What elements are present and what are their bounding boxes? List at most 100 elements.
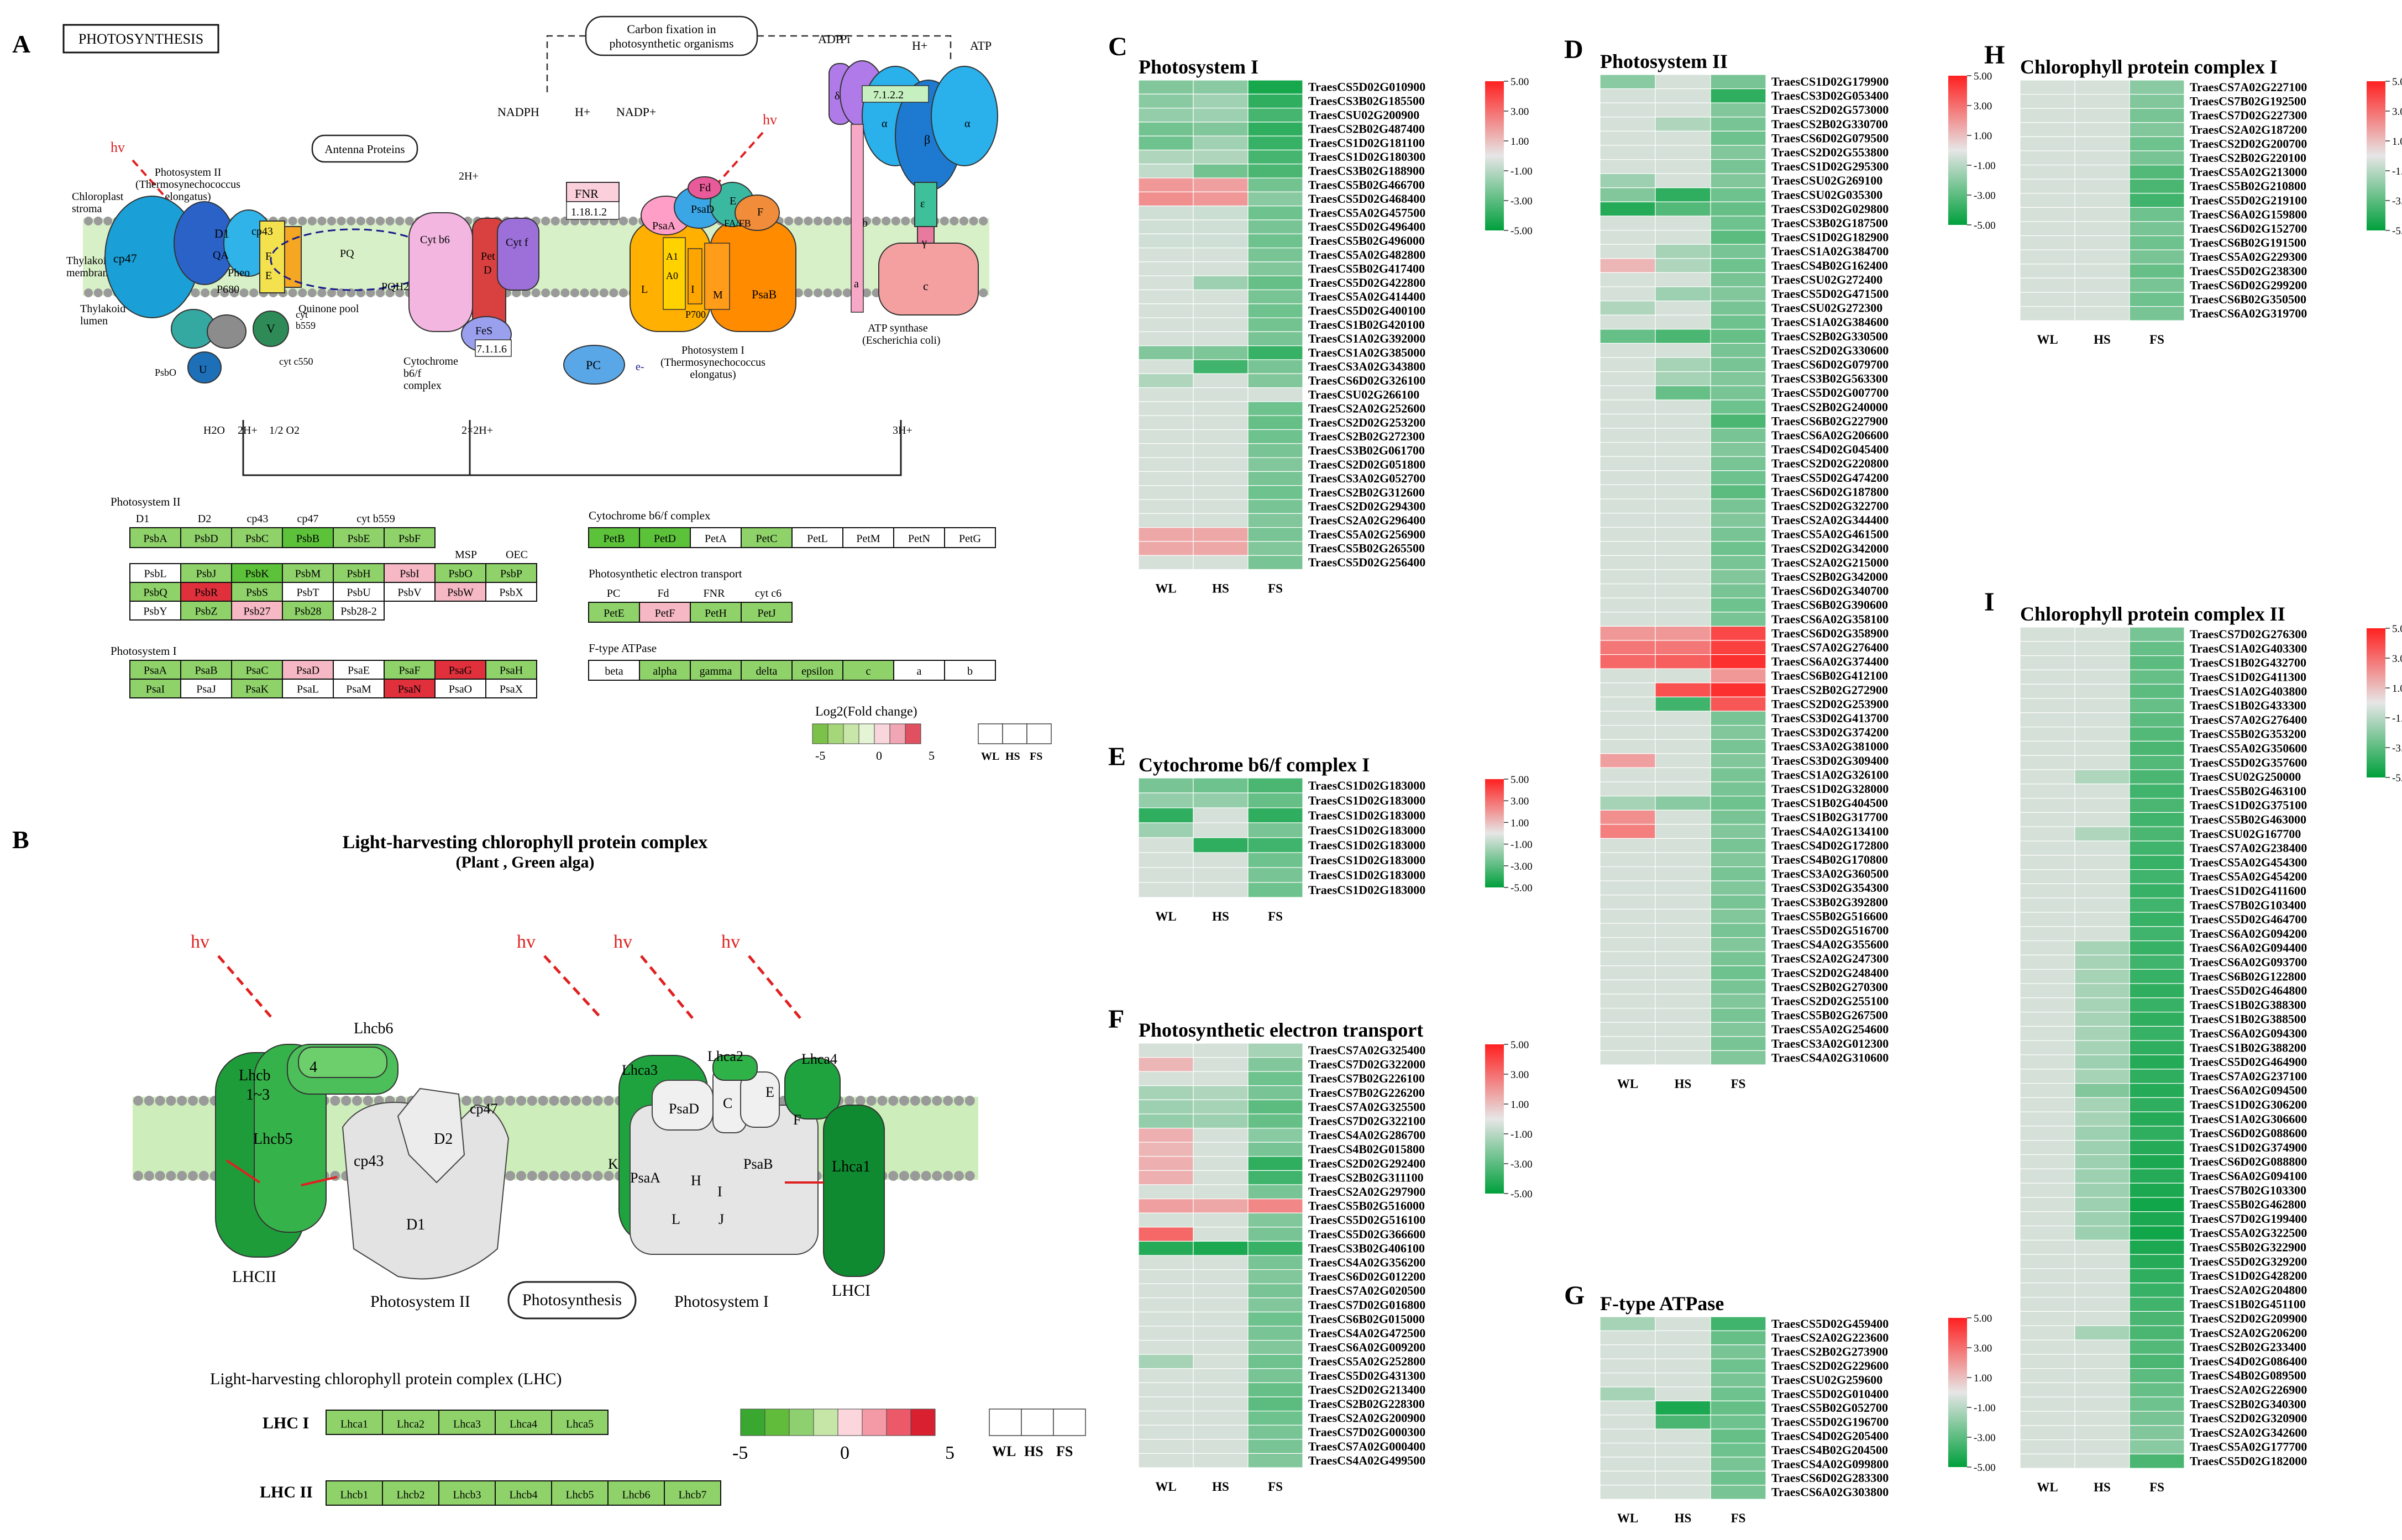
gene-label: TraesCS3D02G374200 — [1771, 726, 1889, 739]
heatmap-cell — [1247, 822, 1303, 838]
lhc2-gene-lhcb5[interactable]: Lhcb5 — [551, 1480, 609, 1506]
lhc1-gene-lhca3[interactable]: Lhca3 — [438, 1410, 496, 1435]
ps2-gene-psbc[interactable]: PsbC — [231, 527, 283, 548]
ps2-gene-psbp[interactable]: PsbP — [485, 563, 537, 583]
ps2-gene-psbx[interactable]: PsbX — [485, 582, 537, 602]
heatmap-cell — [1138, 1382, 1194, 1397]
heatmap-cell — [2074, 108, 2130, 123]
ps1-gene-psal[interactable]: PsaL — [282, 679, 334, 698]
ps2-gene-psba[interactable]: PsbA — [129, 527, 181, 548]
ps1-gene-psak[interactable]: PsaK — [231, 679, 283, 698]
lhc1-gene-lhca2[interactable]: Lhca2 — [382, 1410, 439, 1435]
ps2-gene-psbf[interactable]: PsbF — [384, 527, 436, 548]
lhc2-gene-lhcb7[interactable]: Lhcb7 — [664, 1480, 721, 1506]
heatmap-cell — [1599, 895, 1656, 910]
pet-gene-petf[interactable]: PetF — [639, 602, 691, 623]
atp-gene-c[interactable]: c — [842, 660, 894, 681]
ps1-gene-psaf[interactable]: PsaF — [384, 660, 436, 680]
ps2-gene-psbs[interactable]: PsbS — [231, 582, 283, 602]
ps2-gene-psbw[interactable]: PsbW — [434, 582, 486, 602]
cyt-gene-petd[interactable]: PetD — [639, 527, 691, 548]
cyt-gene-petl[interactable]: PetL — [791, 527, 843, 548]
atp-gene-delta[interactable]: delta — [741, 660, 793, 681]
lhc2-gene-lhcb3[interactable]: Lhcb3 — [438, 1480, 496, 1506]
pet-gene-pete[interactable]: PetE — [588, 602, 640, 623]
ps2-gene-psbz[interactable]: PsbZ — [180, 601, 232, 621]
heatmap-cell — [2020, 1211, 2075, 1227]
ps2-gene-psbv[interactable]: PsbV — [384, 582, 436, 602]
cyt-gene-peta[interactable]: PetA — [690, 527, 742, 548]
heatmap-cell — [1655, 527, 1711, 542]
svg-text:Lhcb4: Lhcb4 — [509, 1489, 537, 1501]
atp-gene-beta[interactable]: beta — [588, 660, 640, 681]
ps2-gene-psbj[interactable]: PsbJ — [180, 563, 232, 583]
gene-label: TraesCS2D02G553800 — [1771, 145, 1889, 159]
heatmap-cell — [1193, 1326, 1249, 1341]
heatmap-cell — [2020, 1154, 2075, 1170]
ps1-gene-psab[interactable]: PsaB — [180, 660, 232, 680]
ps1-gene-psad[interactable]: PsaD — [282, 660, 334, 680]
ps2-gene-psbi[interactable]: PsbI — [384, 563, 436, 583]
heatmap-cell — [1138, 1127, 1194, 1143]
lhc2-gene-lhcb2[interactable]: Lhcb2 — [382, 1480, 439, 1506]
ps2-gene-psbd[interactable]: PsbD — [180, 527, 232, 548]
heatmap-cell — [1655, 512, 1711, 528]
ps2-gene-psbe[interactable]: PsbE — [333, 527, 385, 548]
lhc2-gene-lhcb4[interactable]: Lhcb4 — [495, 1480, 552, 1506]
ps2-gene-psb28[interactable]: Psb28 — [282, 601, 334, 621]
ps1-gene-psaa[interactable]: PsaA — [129, 660, 181, 680]
atp-gene-gamma[interactable]: gamma — [690, 660, 742, 681]
lhc1-gene-lhca5[interactable]: Lhca5 — [551, 1410, 609, 1435]
ps1-gene-psao[interactable]: PsaO — [434, 679, 486, 698]
ps2-gene-psb28-2[interactable]: Psb28-2 — [333, 601, 385, 621]
ps2-gene-psbb[interactable]: PsbB — [282, 527, 334, 548]
atp-gene-alpha[interactable]: alpha — [639, 660, 691, 681]
lhc2-gene-lhcb6[interactable]: Lhcb6 — [607, 1480, 665, 1506]
cyt-gene-petg[interactable]: PetG — [944, 527, 996, 548]
pet-gene-petj[interactable]: PetJ — [741, 602, 793, 623]
heatmap-cell — [1710, 498, 1766, 514]
cyt-gene-petb[interactable]: PetB — [588, 527, 640, 548]
ps2-gene-psbl[interactable]: PsbL — [129, 563, 181, 583]
ps1-gene-psaj[interactable]: PsaJ — [180, 679, 232, 698]
cyt-gene-petc[interactable]: PetC — [741, 527, 793, 548]
cyt-gene-petm[interactable]: PetM — [842, 527, 894, 548]
cyt-gene-petn[interactable]: PetN — [893, 527, 945, 548]
ps2-gene-psbk[interactable]: PsbK — [231, 563, 283, 583]
ps2-gene-psbq[interactable]: PsbQ — [129, 582, 181, 602]
heatmap-cell — [2129, 684, 2185, 699]
pet-gene-peth[interactable]: PetH — [690, 602, 742, 623]
ps2-gene-psbo[interactable]: PsbO — [434, 563, 486, 583]
atp-gene-a[interactable]: a — [893, 660, 945, 681]
ps1-gene-psag[interactable]: PsaG — [434, 660, 486, 680]
heatmap-cell — [1138, 1439, 1194, 1454]
ps2-gene-psbt[interactable]: PsbT — [282, 582, 334, 602]
ps2-gene-psbr[interactable]: PsbR — [180, 582, 232, 602]
ps1-gene-psan[interactable]: PsaN — [384, 679, 436, 698]
heatmap-cell — [1599, 541, 1656, 556]
atp-gene-b[interactable]: b — [944, 660, 996, 681]
ps2-gene-psbm[interactable]: PsbM — [282, 563, 334, 583]
ps1-gene-psai[interactable]: PsaI — [129, 679, 181, 698]
lhc2-gene-lhcb1[interactable]: Lhcb1 — [326, 1480, 383, 1506]
ps2-gene-psb27[interactable]: Psb27 — [231, 601, 283, 621]
heatmap-cell — [1138, 1099, 1194, 1115]
heatmap-cell — [2129, 940, 2185, 955]
lhc1-gene-lhca1[interactable]: Lhca1 — [326, 1410, 383, 1435]
ps1-gene-psae[interactable]: PsaE — [333, 660, 385, 680]
ps2-gene-psby[interactable]: PsbY — [129, 601, 181, 621]
ps1-gene-psah[interactable]: PsaH — [485, 660, 537, 680]
atp-gene-epsilon[interactable]: epsilon — [791, 660, 843, 681]
lhc1-gene-lhca4[interactable]: Lhca4 — [495, 1410, 552, 1435]
ps1-gene-psam[interactable]: PsaM — [333, 679, 385, 698]
gene-label: TraesCSU02G200900 — [1308, 108, 1419, 122]
ps1-gene-psax[interactable]: PsaX — [485, 679, 537, 698]
ps2-gene-psbu[interactable]: PsbU — [333, 582, 385, 602]
ps2-gene-psbh[interactable]: PsbH — [333, 563, 385, 583]
heatmap-cell — [1193, 1170, 1249, 1185]
heatmap-cell — [1193, 1043, 1249, 1058]
svg-text:Lhca1: Lhca1 — [340, 1418, 368, 1431]
heatmap-cell — [1599, 357, 1656, 372]
column-label: HS — [1212, 582, 1229, 596]
ps1-gene-psac[interactable]: PsaC — [231, 660, 283, 680]
